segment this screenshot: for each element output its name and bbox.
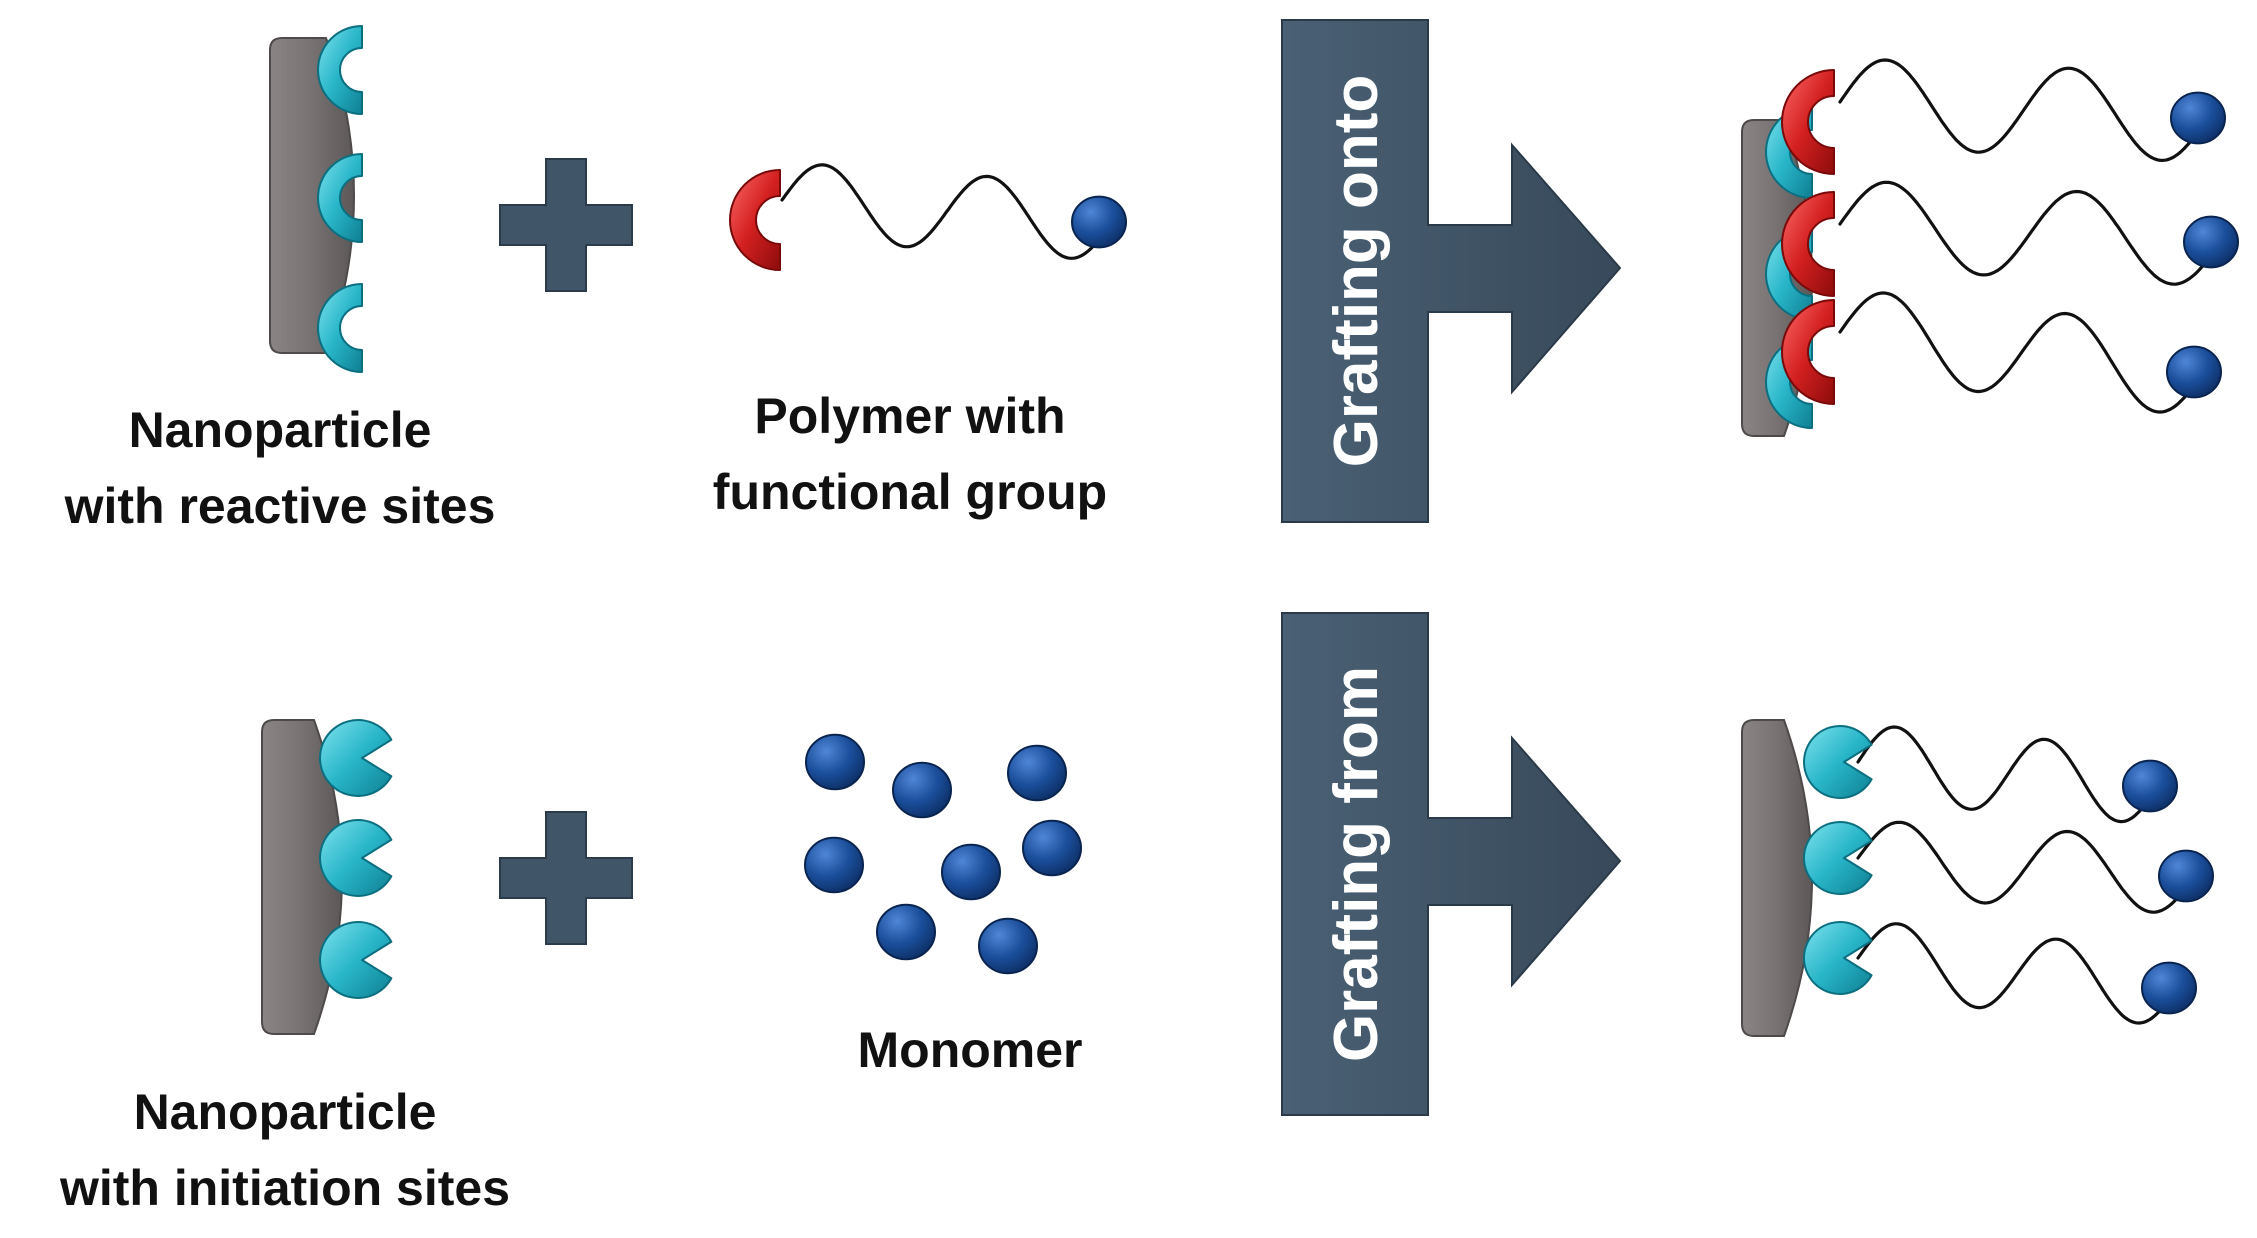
monomer-bead-icon xyxy=(941,843,1001,901)
functional-group-icon xyxy=(1781,69,1835,175)
monomer-bead-icon xyxy=(1007,744,1067,802)
monomer-bead-icon xyxy=(892,761,952,819)
plus-icon xyxy=(499,811,633,945)
monomer-bead-icon xyxy=(805,733,865,791)
label-monomer: Monomer xyxy=(700,1012,1240,1088)
functional-group-icon xyxy=(1781,191,1835,297)
arrow-label: Grafting onto xyxy=(1322,75,1391,468)
polymer-chain xyxy=(1838,291,2196,414)
label-line: Monomer xyxy=(857,1022,1083,1078)
initiation-site-icon xyxy=(319,719,393,797)
reactive-site-icon xyxy=(317,153,363,243)
initiation-site-icon xyxy=(319,921,393,999)
polymer-chain xyxy=(1838,180,2213,286)
monomer-beads xyxy=(804,91,2239,1015)
monomer-bead-icon xyxy=(2170,91,2226,145)
label-line: with reactive sites xyxy=(64,478,496,534)
nanoparticle xyxy=(1741,719,1813,1037)
right-turn-arrow-icon: Grafting onto xyxy=(1281,19,1622,523)
label-polymer-functional: Polymer with functional group xyxy=(630,378,1190,530)
initiation-site-icon xyxy=(1803,921,1873,995)
monomer-bead-icon xyxy=(2122,759,2178,813)
arrow-shape xyxy=(1281,612,1622,1116)
label-line: functional group xyxy=(712,464,1108,520)
polymer-chain xyxy=(780,163,1097,260)
polymer-chain xyxy=(1838,58,2200,163)
reactive-site-icon xyxy=(317,283,363,373)
monomer-bead-icon xyxy=(2141,961,2197,1015)
monomer-bead-icon xyxy=(2166,345,2222,399)
monomer-bead-icon xyxy=(804,836,864,894)
label-nanoparticle-initiation: Nanoparticle with initiation sites xyxy=(0,1074,570,1226)
label-line: Nanoparticle xyxy=(133,1084,437,1140)
polymer-chain xyxy=(1856,922,2171,1025)
surface-sites xyxy=(317,25,1873,999)
label-line: Polymer with xyxy=(754,388,1066,444)
functional-group-icon xyxy=(1781,299,1835,405)
label-line: with initiation sites xyxy=(59,1160,511,1216)
reactive-site-icon xyxy=(317,25,363,115)
polymer-chains xyxy=(780,58,2213,1025)
monomer-bead-icon xyxy=(978,917,1038,975)
monomer-bead-icon xyxy=(2183,215,2239,269)
initiation-site-icon xyxy=(1803,821,1873,895)
polymer-chain xyxy=(1856,820,2188,914)
initiation-site-icon xyxy=(1803,725,1873,799)
monomer-bead-icon xyxy=(876,903,936,961)
right-turn-arrow-icon: Grafting from xyxy=(1281,612,1622,1116)
arrow-label: Grafting from xyxy=(1322,666,1391,1062)
monomer-bead-icon xyxy=(1071,195,1127,249)
functional-group-icon xyxy=(729,169,781,271)
label-nanoparticle-reactive: Nanoparticle with reactive sites xyxy=(0,392,560,544)
monomer-bead-icon xyxy=(1022,819,1082,877)
monomer-bead-icon xyxy=(2158,849,2214,903)
plus-icon xyxy=(499,158,633,292)
polymer-chain xyxy=(1856,725,2152,824)
initiation-site-icon xyxy=(319,819,393,897)
arrow-shape xyxy=(1281,19,1622,523)
label-line: Nanoparticle xyxy=(128,402,432,458)
